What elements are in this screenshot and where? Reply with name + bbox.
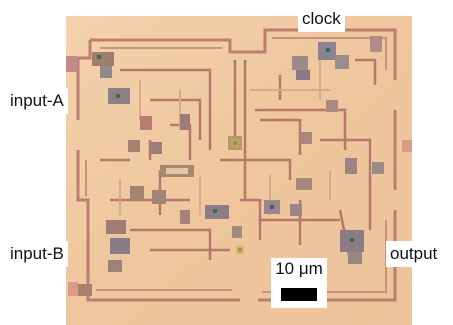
label-input-b: input-B bbox=[6, 241, 68, 267]
scale-bar-label: 10 μm bbox=[275, 259, 323, 278]
die-substrate bbox=[66, 16, 412, 325]
bond-pads bbox=[68, 140, 412, 296]
label-output: output bbox=[386, 241, 442, 267]
label-clock: clock bbox=[298, 6, 345, 32]
scale-bar-box: 10 μm bbox=[271, 258, 327, 308]
scale-bar bbox=[281, 288, 317, 301]
label-input-a: input-A bbox=[6, 88, 68, 114]
transistor-cells bbox=[66, 36, 384, 296]
